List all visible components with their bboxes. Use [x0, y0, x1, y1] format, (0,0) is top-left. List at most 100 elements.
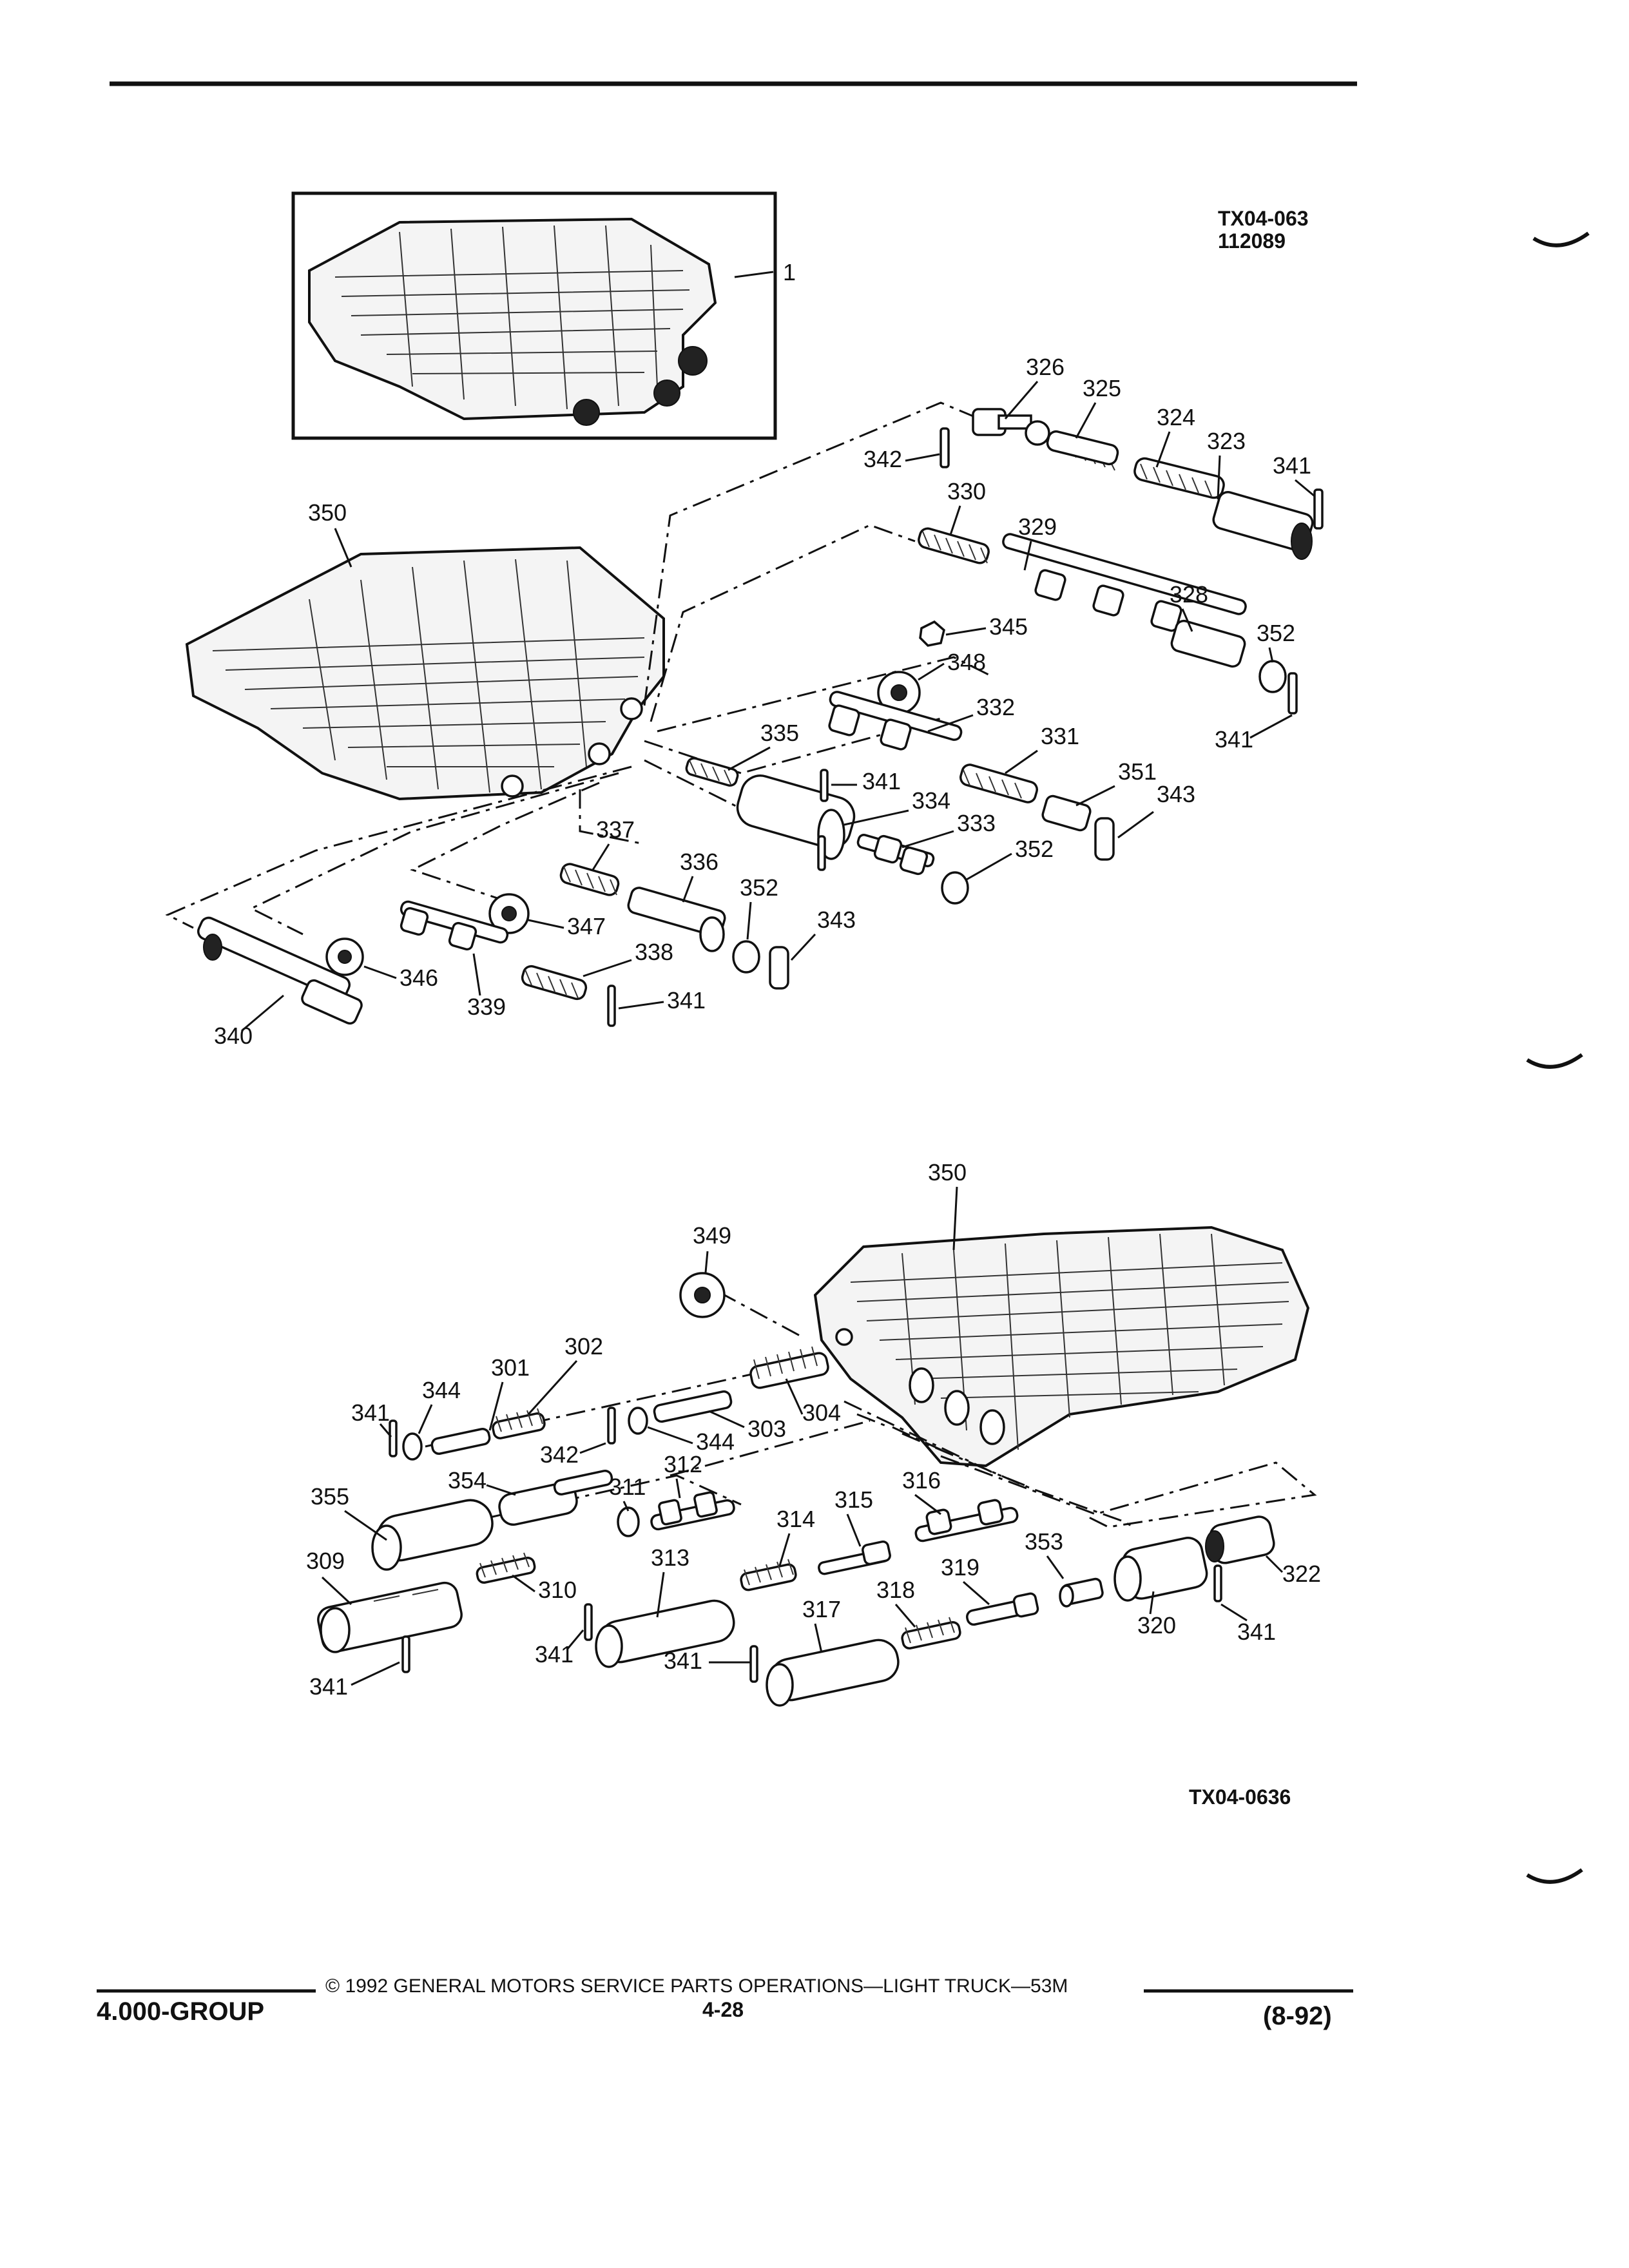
callout-351: 351	[1118, 758, 1157, 785]
callout-303: 303	[747, 1416, 786, 1442]
callout-344-a: 344	[422, 1377, 461, 1403]
callout-336: 336	[680, 849, 718, 875]
plug-349	[679, 1272, 726, 1318]
leader-line	[1149, 1591, 1155, 1615]
leader-line	[846, 1514, 862, 1547]
callout-341-g: 341	[535, 1641, 574, 1667]
leader-line	[528, 919, 564, 929]
valve-301-304	[389, 1346, 829, 1461]
leader-line	[379, 1423, 392, 1437]
callout-309: 309	[306, 1548, 345, 1574]
callout-304: 304	[802, 1399, 841, 1426]
leader-line	[927, 714, 974, 733]
callout-341-b: 341	[1215, 726, 1253, 753]
callout-301: 301	[491, 1354, 530, 1381]
leader-line	[778, 1533, 791, 1566]
leader-line	[1265, 1555, 1284, 1573]
leader-line	[472, 953, 481, 996]
plug-345-348	[877, 620, 945, 715]
leader-line	[963, 1581, 990, 1606]
leader-line	[241, 994, 284, 1032]
callout-314: 314	[776, 1506, 815, 1532]
callout-326: 326	[1026, 354, 1065, 380]
callout-332: 332	[976, 694, 1015, 720]
callout-322: 322	[1282, 1561, 1321, 1587]
callout-342-bottom: 342	[540, 1441, 579, 1468]
valve-body-assembly-illustration	[308, 217, 717, 426]
figure-code-bottom: TX04-0636	[1189, 1785, 1291, 1809]
callout-338: 338	[635, 939, 673, 965]
leader-line	[704, 1251, 709, 1273]
callout-344-b: 344	[696, 1428, 735, 1455]
leader-line	[583, 959, 632, 977]
leader-line	[785, 1378, 804, 1415]
callout-341-a: 341	[1273, 452, 1311, 479]
leader-line	[647, 1426, 693, 1445]
callout-341-f: 341	[309, 1673, 348, 1700]
leader-line	[708, 1410, 745, 1428]
callout-335: 335	[760, 720, 799, 746]
callout-354: 354	[448, 1467, 487, 1494]
callout-1: 1	[783, 259, 796, 285]
callout-339: 339	[467, 994, 506, 1020]
callout-350-top: 350	[308, 499, 347, 526]
valve-328-330-group	[918, 527, 1298, 715]
leader-line	[486, 1484, 516, 1496]
callout-349: 349	[693, 1222, 731, 1249]
callout-320: 320	[1137, 1612, 1176, 1639]
leader-line	[1023, 541, 1032, 571]
leader-line	[1046, 1555, 1065, 1579]
callout-343-a: 343	[1157, 781, 1195, 807]
leader-line	[914, 1494, 941, 1515]
leader-line	[682, 876, 694, 903]
leader-line	[351, 1661, 400, 1686]
callout-318: 318	[876, 1577, 915, 1603]
leader-line	[592, 843, 610, 870]
leader-line	[949, 505, 961, 535]
leader-line	[363, 965, 397, 979]
callout-353: 353	[1025, 1528, 1063, 1555]
callout-348: 348	[947, 649, 986, 675]
leader-line	[1217, 455, 1221, 500]
valve-323-326-group	[940, 408, 1324, 560]
valve-309-313	[317, 1552, 735, 1673]
leader-line	[512, 1574, 535, 1593]
leader-line	[966, 852, 1012, 881]
callout-325: 325	[1083, 375, 1121, 401]
callout-352-b: 352	[1015, 836, 1054, 862]
binder-mark	[1532, 231, 1590, 247]
callout-328: 328	[1170, 581, 1208, 608]
leader-line	[1004, 381, 1039, 419]
footer-group: 4.000-GROUP	[97, 1997, 264, 2026]
callout-342-top: 342	[863, 446, 902, 472]
leader-line	[1268, 647, 1274, 663]
valve-311-355	[371, 1469, 735, 1571]
leader-line	[579, 1442, 606, 1454]
callout-313: 313	[651, 1544, 689, 1571]
leader-line	[843, 809, 909, 826]
callout-352-c: 352	[740, 874, 778, 901]
leader-line	[814, 1623, 823, 1653]
valve-331-332	[828, 691, 1115, 861]
callout-345: 345	[989, 613, 1028, 640]
leader-line	[622, 1501, 630, 1512]
valve-body-350-bottom	[813, 1225, 1310, 1468]
leader-line	[1295, 479, 1315, 497]
callout-341-h: 341	[664, 1648, 702, 1674]
footer-copyright: © 1992 GENERAL MOTORS SERVICE PARTS OPER…	[325, 1975, 1068, 1997]
leader-line	[344, 1510, 387, 1541]
leader-line	[790, 933, 816, 961]
callout-323: 323	[1207, 428, 1246, 454]
callout-333: 333	[957, 810, 996, 836]
valve-320-322	[1113, 1515, 1275, 1602]
leader-line	[945, 627, 987, 636]
leader-line	[918, 662, 945, 681]
callout-352-a: 352	[1257, 620, 1295, 646]
leader-line	[527, 1360, 578, 1416]
callout-331: 331	[1041, 723, 1079, 749]
callout-312: 312	[664, 1451, 702, 1477]
leader-line	[566, 1629, 584, 1650]
callout-343-b: 343	[817, 907, 856, 933]
callout-355: 355	[311, 1483, 349, 1510]
valve-338-340	[197, 900, 616, 1027]
